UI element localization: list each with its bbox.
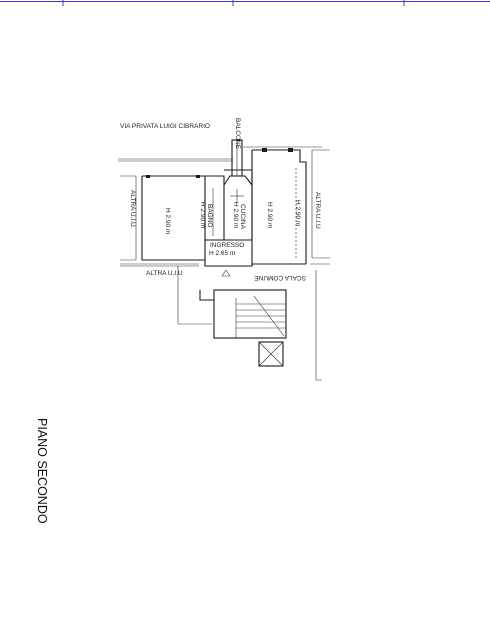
sheet-frame-top (0, 0, 490, 6)
floor-title: PIANO SECONDO (35, 418, 49, 524)
bathroom-height: H 2.90 m (199, 202, 206, 228)
room-left-height: H 2.90 m (164, 208, 171, 234)
neighbor-boundaries (120, 149, 330, 381)
balcony-label: BALCONE (234, 118, 241, 150)
apartment-walls (120, 148, 330, 267)
left-neighbor-label: ALTRA U.I.U. (129, 190, 136, 229)
street-line (118, 146, 322, 162)
entrance-height: H 2.65 m (209, 250, 235, 257)
street-label: VIA PRIVATA LUIGI CIBRARIO (120, 123, 210, 130)
lift-shaft (258, 341, 284, 367)
kitchen-height: H 2.90 m (232, 202, 239, 228)
bottom-neighbor-label: ALTRA U.I.U (146, 270, 183, 277)
common-stair (199, 289, 287, 339)
entry-triangle-icon (221, 269, 231, 277)
entrance-name: INGRESSO (210, 242, 244, 249)
common-stair-label: SCALA COMUNE (254, 274, 306, 281)
kitchen-name: CUCINA (239, 204, 246, 230)
room-right-height: H 2.90 m (294, 200, 301, 226)
bathroom-name: BAGNO (206, 204, 213, 227)
room-center-height: H 2.90 m (266, 202, 273, 228)
right-neighbor-label: ALTRA U.I.U (314, 192, 321, 229)
